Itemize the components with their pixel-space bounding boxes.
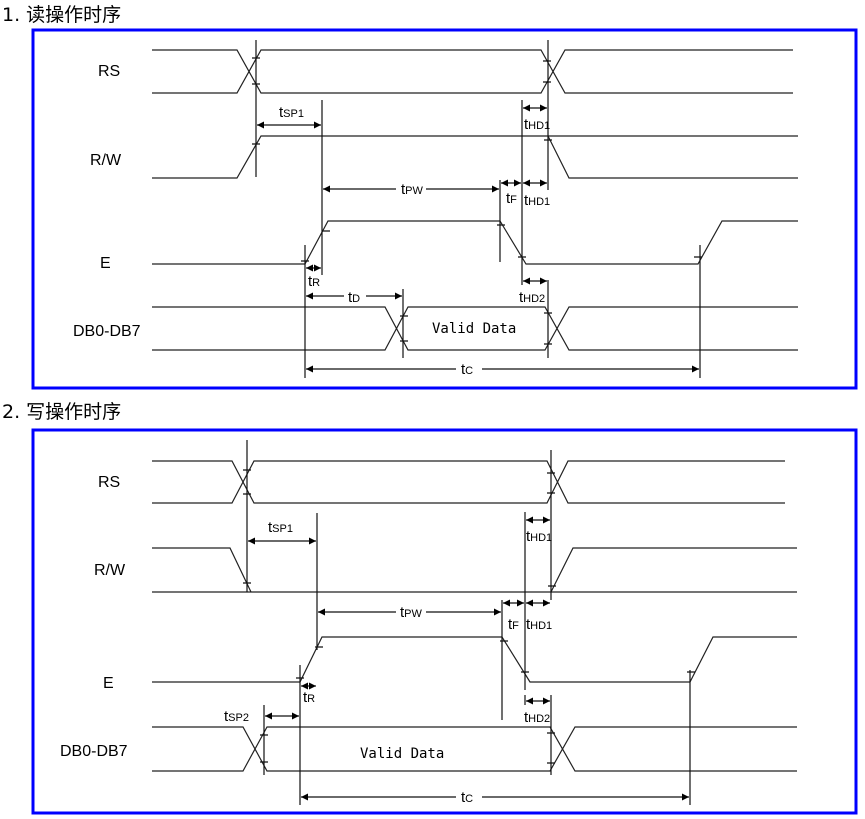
write-signal-e-label: E (103, 675, 114, 692)
read-valid-data-label: Valid Data (432, 321, 516, 337)
read-signal-rs-label: RS (98, 63, 120, 80)
read-td-label: tD (348, 289, 360, 306)
read-thd1-bottom-label: tHD1 (524, 192, 550, 209)
read-thd2-label: tHD2 (519, 289, 545, 306)
write-tsp2-label: tSP2 (224, 708, 249, 725)
read-tf-label: tF (506, 190, 517, 207)
write-thd1-top-label: tHD1 (526, 528, 552, 545)
read-signal-rw-label: R/W (90, 152, 122, 169)
read-guide-lines (255, 40, 701, 378)
write-signal-rs-label: RS (98, 474, 120, 491)
write-diagram-frame (31, 428, 858, 815)
read-section-title: 1. 读操作时序 (2, 4, 121, 26)
write-tc-label: tC (461, 789, 473, 806)
write-db-waveform (152, 726, 797, 772)
write-signal-db-label: DB0-DB7 (60, 743, 128, 760)
read-tr-label: tR (308, 273, 320, 290)
read-tsp1-label: tSP1 (279, 104, 304, 121)
read-thd1-top-label: tHD1 (524, 116, 550, 133)
write-rw-waveform (152, 547, 797, 593)
write-tsp1-label: tSP1 (268, 519, 293, 536)
read-signal-db-label: DB0-DB7 (73, 323, 141, 340)
read-rs-waveform (152, 49, 793, 94)
write-tpw-label: tPW (400, 604, 423, 621)
write-valid-data-label: Valid Data (360, 746, 444, 762)
read-tpw-label: tPW (401, 181, 424, 198)
write-section-title: 2. 写操作时序 (2, 401, 121, 423)
write-thd1-bottom-label: tHD1 (526, 616, 552, 633)
write-e-waveform (152, 636, 797, 683)
write-guide-lines (246, 440, 691, 805)
read-tc-label: tC (461, 361, 473, 378)
read-rw-waveform (152, 135, 798, 179)
read-e-waveform (152, 220, 798, 265)
write-signal-rw-label: R/W (94, 562, 126, 579)
read-signal-e-label: E (100, 255, 111, 272)
read-db-waveform (152, 306, 798, 351)
write-thd2-label: tHD2 (524, 709, 550, 726)
write-tf-label: tF (508, 616, 519, 633)
read-diagram-frame (31, 28, 858, 390)
write-tr-label: tR (303, 689, 315, 706)
